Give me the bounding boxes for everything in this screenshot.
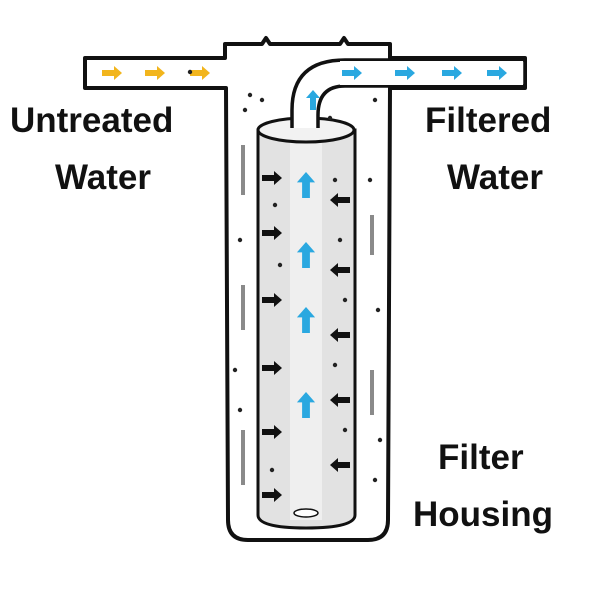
filtered-flow-arrow-icon — [442, 66, 462, 80]
untreated-flow-arrow-icon — [145, 66, 165, 80]
inflow-arrow-icon — [262, 361, 282, 375]
filter-housing-label-line1: Filter — [438, 438, 524, 477]
inflow-arrow-icon — [262, 293, 282, 307]
filter-housing-label-line2: Housing — [413, 495, 553, 534]
sediment-particle — [237, 407, 243, 413]
sediment-particle — [272, 202, 278, 208]
sediment-particle — [337, 237, 343, 243]
sediment-particle — [332, 362, 338, 368]
inflow-arrow-icon — [262, 425, 282, 439]
sediment-particle — [237, 237, 243, 243]
sediment-particle — [342, 427, 348, 433]
inflow-arrow-icon — [330, 193, 350, 207]
filtered-flow-arrow-icon — [306, 90, 320, 110]
untreated-flow-arrow-icon — [102, 66, 122, 80]
sediment-particle — [372, 477, 378, 483]
sediment-particle — [242, 107, 248, 113]
sediment-particle — [269, 467, 275, 473]
sediment-particle — [247, 92, 253, 98]
filtered-water-label-line1: Filtered — [425, 101, 552, 140]
untreated-flow-arrow-icon — [190, 66, 210, 80]
filtered-flow-arrow-icon — [296, 307, 316, 333]
sediment-particle — [277, 262, 283, 268]
sediment-particle — [372, 97, 378, 103]
sediment-particle — [327, 115, 333, 121]
inflow-arrow-icon — [262, 226, 282, 240]
filtered-flow-arrow-icon — [296, 392, 316, 418]
untreated-water-label-line2: Water — [55, 158, 151, 197]
inflow-arrow-icon — [330, 393, 350, 407]
sediment-particle — [377, 437, 383, 443]
sediment-particle — [342, 297, 348, 303]
filtered-flow-arrow-icon — [296, 172, 316, 198]
inflow-arrow-icon — [330, 328, 350, 342]
filtered-flow-arrow-icon — [296, 242, 316, 268]
inflow-arrow-icon — [330, 458, 350, 472]
sediment-particle — [332, 177, 338, 183]
filtered-water-label-line2: Water — [447, 158, 543, 197]
untreated-water-label-line1: Untreated — [10, 101, 174, 140]
inflow-arrow-icon — [262, 488, 282, 502]
filtered-flow-arrow-icon — [342, 66, 362, 80]
sediment-particle — [367, 177, 373, 183]
inflow-arrow-icon — [262, 171, 282, 185]
inflow-arrow-icon — [330, 263, 350, 277]
filtered-flow-arrow-icon — [395, 66, 415, 80]
sediment-particle — [232, 367, 238, 373]
sediment-particle — [187, 69, 193, 75]
sediment-particle — [259, 97, 265, 103]
filtered-flow-arrow-icon — [487, 66, 507, 80]
sediment-particle — [375, 307, 381, 313]
